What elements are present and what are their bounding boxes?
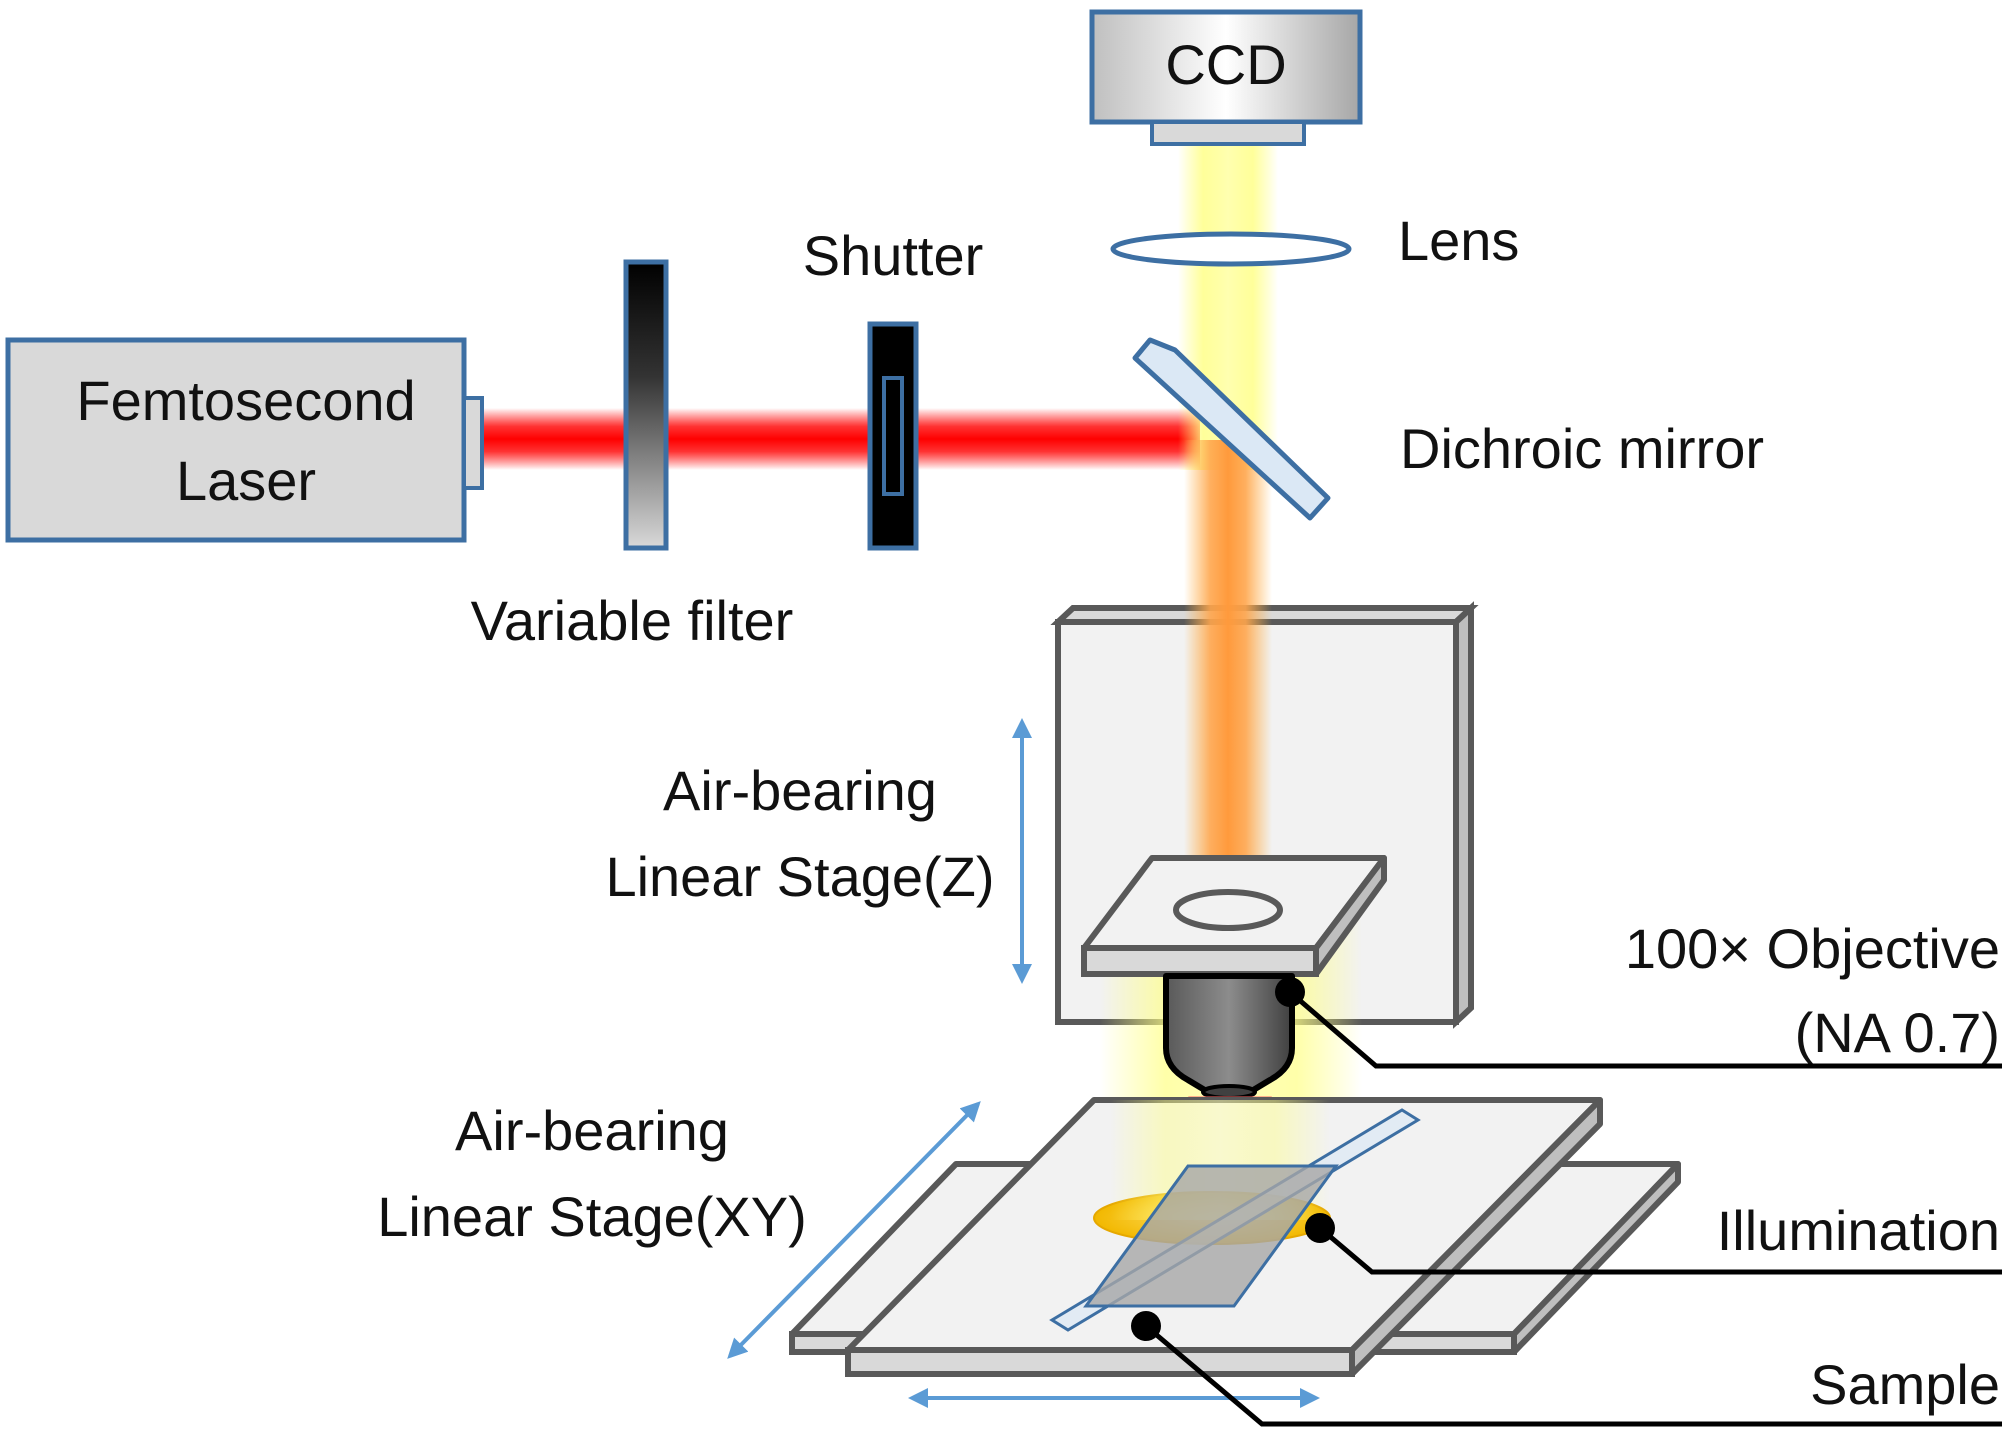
z-stage-label-line1: Air-bearing: [663, 759, 937, 822]
illumination-callout: [1305, 1213, 2002, 1275]
lens: [1110, 231, 1352, 267]
lens-label: Lens: [1398, 209, 1519, 272]
laser-label-line2: Laser: [176, 449, 316, 512]
objective-label-line1: 100× Objective: [1625, 917, 2000, 980]
illumination-label: Illumination: [1717, 1199, 2000, 1262]
ccd-camera: CCD: [1089, 9, 1363, 146]
sample-callout: [1131, 1311, 2002, 1427]
objective-lens: [1163, 973, 1295, 1100]
combined-beam: [1184, 440, 1272, 920]
objective-label-line2: (NA 0.7): [1795, 1001, 2000, 1064]
ccd-label: CCD: [1165, 33, 1286, 96]
variable-filter-label: Variable filter: [471, 589, 794, 652]
y-axis-arrow: [727, 1101, 981, 1359]
sample-label: Sample: [1810, 1353, 2000, 1416]
femtosecond-laser: Femtosecond Laser: [5, 337, 484, 543]
laser-beam: [480, 408, 1200, 470]
objective-callout: [1275, 977, 2002, 1069]
xy-stage-label-line1: Air-bearing: [455, 1099, 729, 1162]
dichroic-mirror: [1132, 337, 1331, 521]
shutter: [867, 321, 919, 551]
xy-stage-label-line2: Linear Stage(XY): [377, 1185, 807, 1248]
variable-filter: [623, 259, 669, 551]
dichroic-mirror-label: Dichroic mirror: [1400, 417, 1764, 480]
laser-label-line1: Femtosecond: [76, 369, 415, 432]
sample-slide: [1049, 1108, 1421, 1332]
shutter-label: Shutter: [803, 224, 984, 287]
objective-mount: [1081, 855, 1387, 977]
z-stage-label-line2: Linear Stage(Z): [605, 845, 994, 908]
